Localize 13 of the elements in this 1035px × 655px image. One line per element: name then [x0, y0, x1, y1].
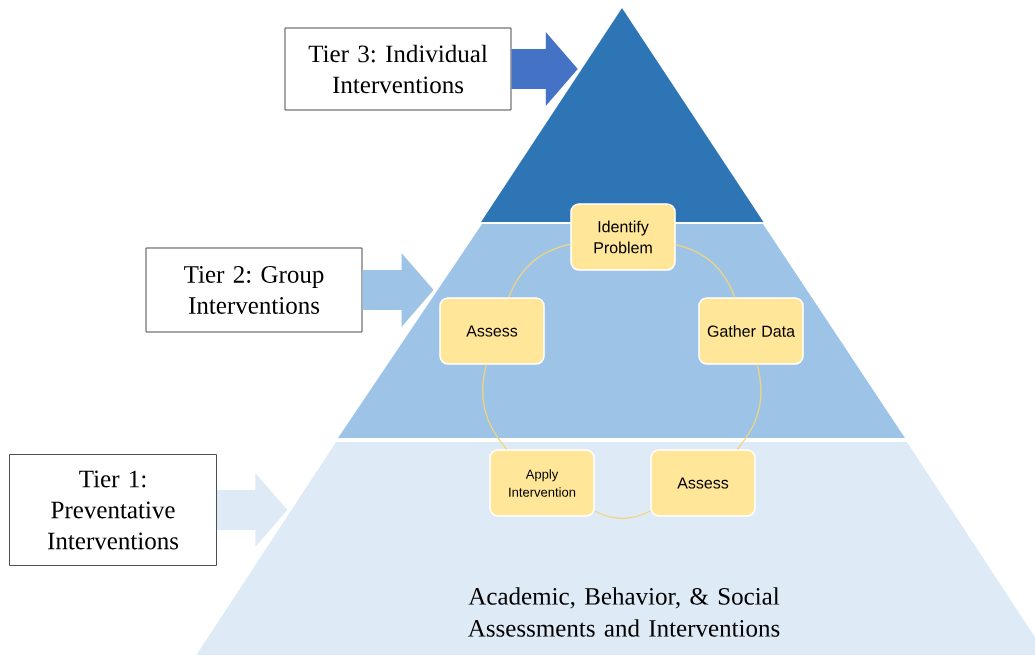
cycle-line [736, 364, 762, 450]
label-box: Tier 1: Preventative Interventions [9, 454, 217, 566]
label-box: Tier 2: Group Interventions [145, 247, 363, 333]
step-box: Identify Problem [570, 203, 676, 271]
step-box: Assess [650, 449, 756, 517]
label-box: Tier 3: Individual Interventions [284, 27, 512, 111]
cycle-line [508, 243, 571, 298]
step-box: Assess [439, 297, 545, 365]
cycle-line [594, 510, 651, 520]
step-box: Apply Intervention [489, 449, 595, 517]
cycle-line [482, 364, 508, 450]
step-box: Gather Data [698, 297, 804, 365]
cycle-line [675, 244, 736, 298]
